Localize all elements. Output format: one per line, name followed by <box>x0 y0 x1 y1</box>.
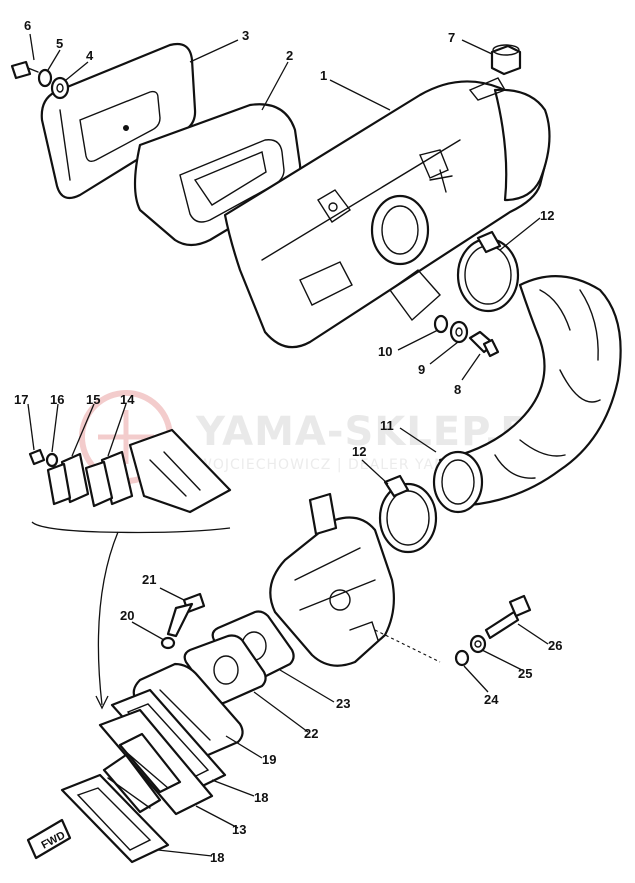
callout-22: 22 <box>304 726 318 741</box>
callout-11: 11 <box>380 418 394 433</box>
part-26-bolt[interactable] <box>484 594 532 640</box>
part-16-washer[interactable] <box>45 452 59 468</box>
part-1-air-box[interactable] <box>223 77 551 349</box>
part-6-screw[interactable] <box>10 60 39 80</box>
part-10-washer[interactable] <box>433 314 449 334</box>
part-5-washer[interactable] <box>37 68 53 88</box>
part-25-washer[interactable] <box>469 634 487 654</box>
callout-4: 4 <box>86 48 94 63</box>
callout-14: 14 <box>120 392 135 407</box>
callout-23: 23 <box>336 696 350 711</box>
fwd-arrow-icon: FWD <box>26 818 72 860</box>
part-15-reed-stopper[interactable] <box>46 452 90 506</box>
part-4-washer[interactable] <box>50 76 70 100</box>
callout-16: 16 <box>50 392 64 407</box>
callout-17: 17 <box>14 392 28 407</box>
callout-10: 10 <box>378 344 392 359</box>
callout-18-upper: 18 <box>254 790 268 805</box>
callout-3: 3 <box>242 28 249 43</box>
detail-inset <box>31 521 231 710</box>
watermark-subtitle: WOJCIECHOWICZ | DEALER YAMAHA <box>198 457 480 473</box>
callout-19: 19 <box>262 752 276 767</box>
part-24-washer[interactable] <box>454 649 470 667</box>
part-18-gasket-lower[interactable] <box>60 773 170 864</box>
leader-lines <box>27 33 549 857</box>
callout-13: 13 <box>232 822 246 837</box>
callout-8: 8 <box>454 382 461 397</box>
callout-20: 20 <box>120 608 134 623</box>
part-14-reed-petal[interactable] <box>84 450 134 508</box>
part-9-washer[interactable] <box>449 320 469 344</box>
callout-26: 26 <box>548 638 562 653</box>
callout-25: 25 <box>518 666 532 681</box>
callout-9: 9 <box>418 362 425 377</box>
callout-2: 2 <box>286 48 293 63</box>
callout-1: 1 <box>320 68 327 83</box>
part-12-clamp-upper[interactable] <box>456 230 520 313</box>
callout-12-upper: 12 <box>540 208 554 223</box>
watermark-logo-mark <box>98 410 154 464</box>
part-12-clamp-lower[interactable] <box>378 474 438 554</box>
part-11-intake-hose[interactable] <box>432 275 622 514</box>
callout-5: 5 <box>56 36 63 51</box>
part-13-reed-valve[interactable] <box>98 708 214 816</box>
callout-numbers: 6 5 4 3 2 1 7 12 10 9 8 11 12 17 16 15 1… <box>14 18 562 865</box>
callout-7: 7 <box>448 30 455 45</box>
callout-24: 24 <box>484 692 499 707</box>
part-21-bolt[interactable] <box>166 592 206 638</box>
reed-block-detail[interactable] <box>128 428 232 514</box>
callout-15: 15 <box>86 392 100 407</box>
carburetor[interactable] <box>269 492 441 667</box>
part-7-cap[interactable] <box>490 44 522 76</box>
callout-6: 6 <box>24 18 31 33</box>
part-8-bolt[interactable] <box>468 330 500 358</box>
callout-18-lower: 18 <box>210 850 224 865</box>
part-17-screw[interactable] <box>28 448 46 466</box>
part-20-washer[interactable] <box>160 636 176 650</box>
callout-12-lower: 12 <box>352 444 366 459</box>
callout-21: 21 <box>142 572 156 587</box>
